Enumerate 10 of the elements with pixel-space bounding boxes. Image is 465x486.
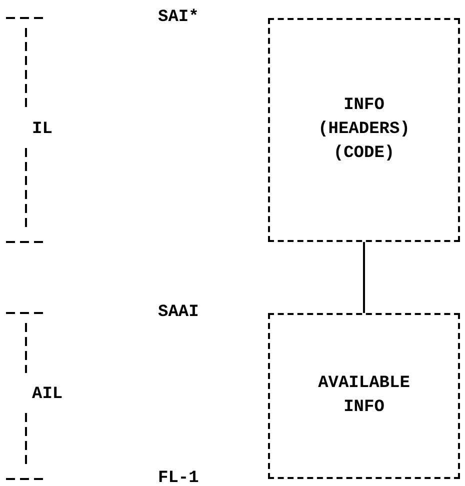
block-text: AVAILABLE INFO — [317, 373, 411, 419]
address-label: FL-1 — [158, 469, 199, 486]
connector-line — [363, 242, 365, 313]
block-text: INFO (HEADERS) (CODE) — [317, 95, 411, 165]
memory-block — [268, 313, 460, 479]
address-label: IL — [32, 120, 52, 140]
address-label: SAAI — [158, 303, 199, 323]
address-label: AIL — [32, 385, 63, 405]
memory-block — [268, 18, 460, 242]
address-label: SAI* — [158, 8, 199, 28]
